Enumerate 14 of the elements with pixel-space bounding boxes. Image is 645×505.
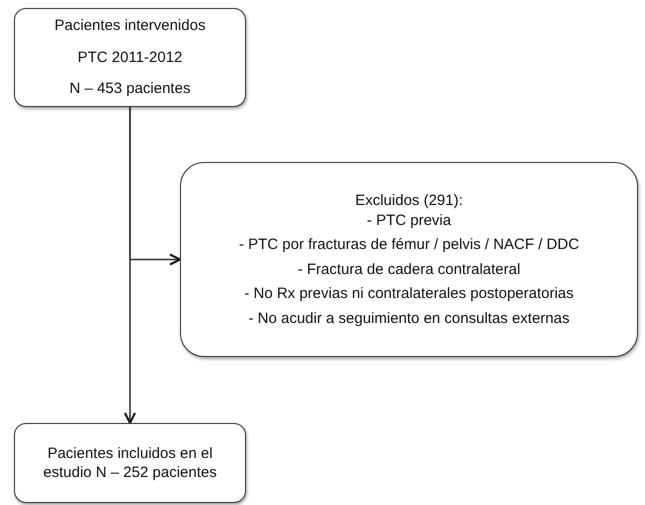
list-item: - No Rx previas ni contralaterales postoperatorias xyxy=(244,284,574,304)
node-text: PTC 2011-2012 xyxy=(78,48,182,68)
node-text: Pacientes incluidos en el estudio N – 252 pacientes xyxy=(42,444,218,482)
list-item: - PTC previa xyxy=(366,210,452,230)
arrow xyxy=(129,107,182,266)
list-item: - No acudir a seguimiento en consultas externas xyxy=(248,308,570,328)
process-box xyxy=(180,162,638,357)
list-item: - PTC por fracturas de fémur / pelvis / NACF / DDC xyxy=(238,235,580,254)
process-box xyxy=(14,8,246,107)
node-text: N – 453 pacientes xyxy=(70,79,190,99)
list-item: - Fractura de cadera contralateral xyxy=(298,260,520,279)
box-heading: Excluidos (291): xyxy=(355,191,463,210)
node-text: Pacientes intervenidos xyxy=(54,16,206,36)
process-box xyxy=(14,423,246,503)
